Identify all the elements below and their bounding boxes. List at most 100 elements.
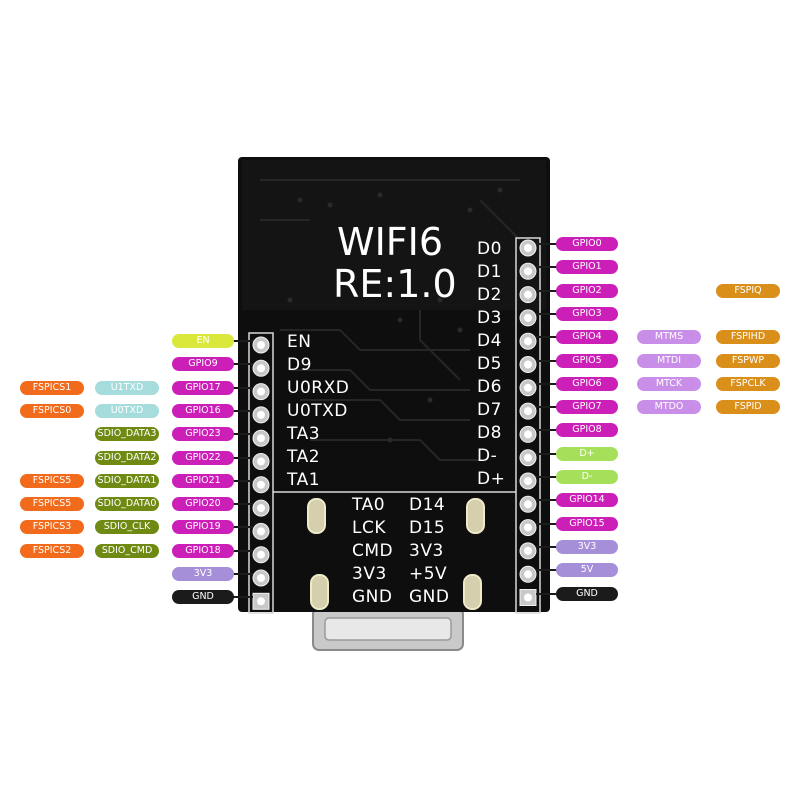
left-pin-hole-drill [257,387,265,396]
board-right-pin-label: D1 [477,262,502,282]
board-right-pin-label: D5 [477,354,502,374]
right-gpio-tag: GPIO5 [556,353,618,368]
right-spi-tag: FSPWP [716,353,780,368]
left-pin-hole-drill [257,527,265,536]
right-gpio-tag: D+ [556,446,618,461]
right-pin-hole-drill [524,267,532,276]
board-bottom-left-label: GND [352,587,393,607]
right-pin-hole-drill [524,500,532,509]
left-gpio-tag: GPIO21 [172,473,234,488]
right-gpio-tag: GPIO6 [556,376,618,391]
slot-4 [463,574,482,610]
board-right-pin-label: D6 [477,377,502,397]
right-jtag-tag: MTCK [637,376,701,391]
left-alt-function-tag: U0TXD [95,403,159,418]
right-gpio-tag: GPIO0 [556,237,618,251]
left-alt-function-tag: SDIO_DATA1 [95,473,159,488]
right-pin-hole-drill [524,244,532,252]
slot-1 [307,498,326,534]
left-gpio-tag: GPIO23 [172,427,234,442]
right-header-outline [515,237,541,614]
left-spi-tag: FSPICS0 [20,403,84,418]
right-spi-tag: FSPIQ [716,283,780,298]
board-title-line2: RE:1.0 [333,262,457,306]
pin-leader-line [232,549,253,552]
right-gpio-tag: GPIO2 [556,283,618,298]
left-pin-hole-drill [257,410,265,419]
pin-leader-line [232,363,253,366]
pin-leader-line [536,406,558,409]
right-gpio-tag: GPIO7 [556,400,618,415]
left-alt-function-tag: U1TXD [95,380,159,395]
board-left-pin-label: TA1 [287,470,321,490]
left-gpio-tag: GPIO20 [172,497,234,512]
right-pin-hole-drill [524,453,532,462]
pin-leader-line [232,386,253,389]
pin-leader-line [232,573,253,575]
board-right-pin-label: D8 [477,423,502,443]
board-right-pin-label: D2 [477,285,502,305]
pin-leader-line [232,456,253,459]
right-pin-hole-drill [524,546,532,555]
board-right-pin-label: D+ [477,469,506,489]
pin-leader-line [536,382,558,385]
right-gpio-tag: 5V [556,563,618,578]
left-gpio-tag: EN [172,334,234,348]
left-pin-hole-drill [257,457,265,466]
pin-leader-line [536,569,558,572]
left-gpio-tag: GPIO22 [172,450,234,465]
board-right-pin-label: D- [477,446,498,466]
pin-leader-line [536,545,558,548]
left-alt-function-tag: SDIO_DATA0 [95,497,159,512]
right-gpio-tag: GPIO15 [556,516,618,531]
left-pin-hole-drill [257,574,265,582]
board-bottom-left-label: TA0 [352,495,386,515]
right-gpio-tag: 3V3 [556,539,618,554]
left-pin-hole-drill [257,364,265,373]
pin-leader-line [232,409,253,412]
left-header-outline [248,332,274,614]
left-gpio-tag: GPIO16 [172,403,234,418]
left-alt-function-tag: SDIO_CLK [95,520,159,535]
right-pin-hole-drill [524,593,532,602]
left-gpio-tag: GPIO19 [172,520,234,535]
right-pin-hole-drill [524,523,532,532]
board-right-pin-label: D3 [477,308,502,328]
pin-leader-line [232,340,253,342]
board-bottom-right-label: D14 [409,495,446,515]
left-gpio-tag: GPIO18 [172,543,234,558]
left-gpio-tag: 3V3 [172,567,234,581]
module-area [242,160,546,310]
board-left-pin-label: D9 [287,355,312,375]
pin-leader-line [536,266,558,269]
left-spi-tag: FSPICS2 [20,543,84,558]
right-pin-hole-drill [524,383,532,392]
left-spi-tag: FSPICS1 [20,380,84,395]
right-gpio-tag: D- [556,470,618,484]
left-spi-tag: FSPICS5 [20,497,84,512]
right-pin-hole-drill [524,477,532,485]
board-bottom-right-label: D15 [409,518,446,538]
right-gpio-tag: GPIO1 [556,260,618,275]
pcb-traces [260,179,521,461]
right-pin-hole-drill [524,313,532,322]
pin-leader-line [232,503,253,506]
left-gpio-tag: GND [172,590,234,605]
left-spi-tag: FSPICS5 [20,473,84,488]
pin-leader-line [536,429,558,432]
board-bottom-left-label: LCK [352,518,386,538]
right-spi-tag: FSPIHD [716,330,780,345]
left-alt-function-tag: SDIO_DATA3 [95,427,159,442]
left-gpio-tag: GPIO9 [172,357,234,372]
pin-leader-line [232,433,253,436]
board-title-line1: WIFI6 [337,220,444,264]
left-alt-function-tag: SDIO_CMD [95,543,159,558]
pcb-vias [287,187,503,443]
right-spi-tag: FSPCLK [716,376,780,391]
pin-leader-line [536,312,558,315]
right-gpio-tag: GND [556,586,618,601]
board-right-pin-label: D7 [477,400,502,420]
slot-3 [310,574,329,610]
